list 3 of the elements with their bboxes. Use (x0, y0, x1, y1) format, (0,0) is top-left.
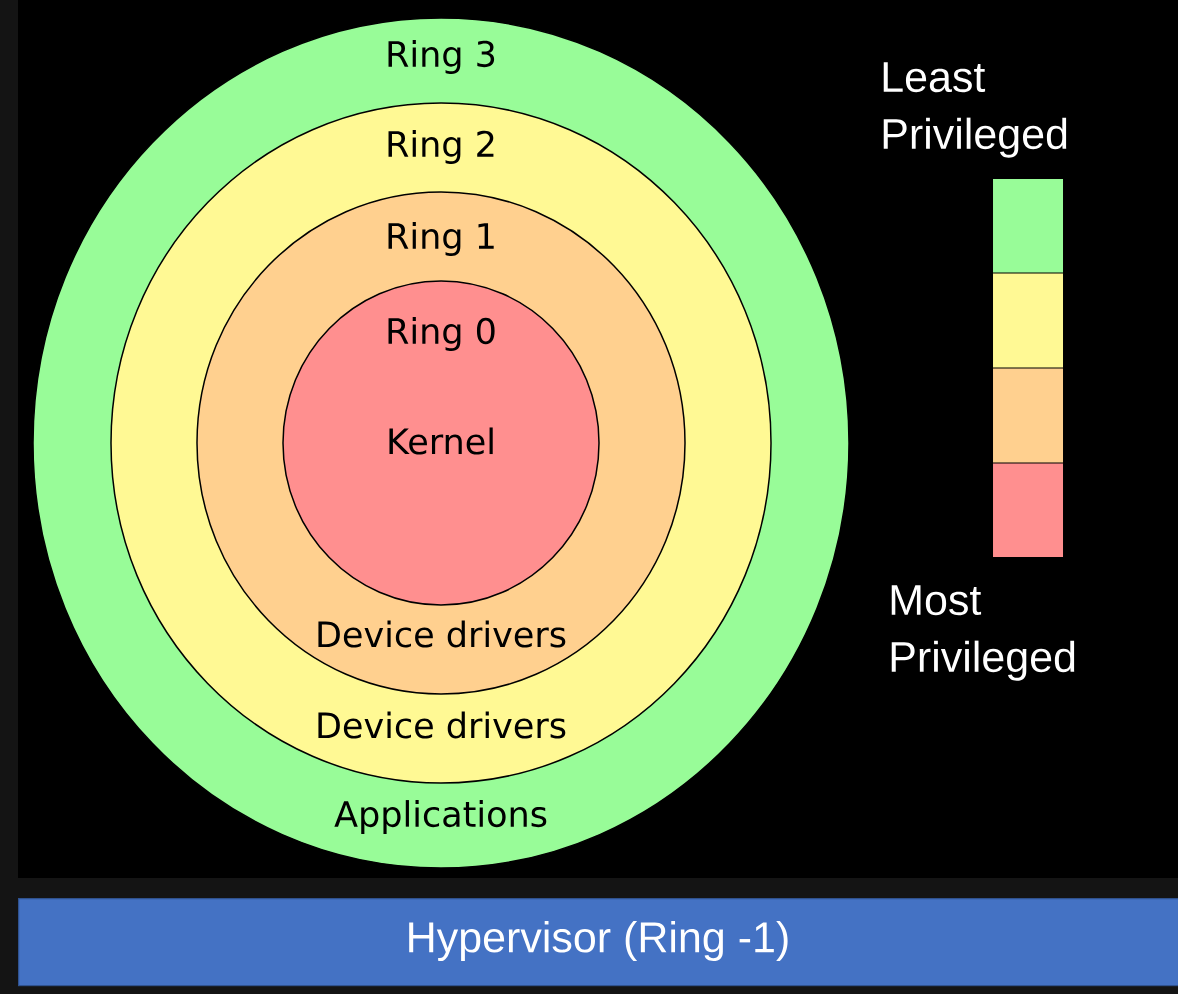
hypervisor-bar: Hypervisor (Ring -1) (18, 898, 1178, 987)
scale-label: Least Privileged (883, 62, 1067, 158)
scale-label: Most Privileged (891, 585, 1075, 681)
